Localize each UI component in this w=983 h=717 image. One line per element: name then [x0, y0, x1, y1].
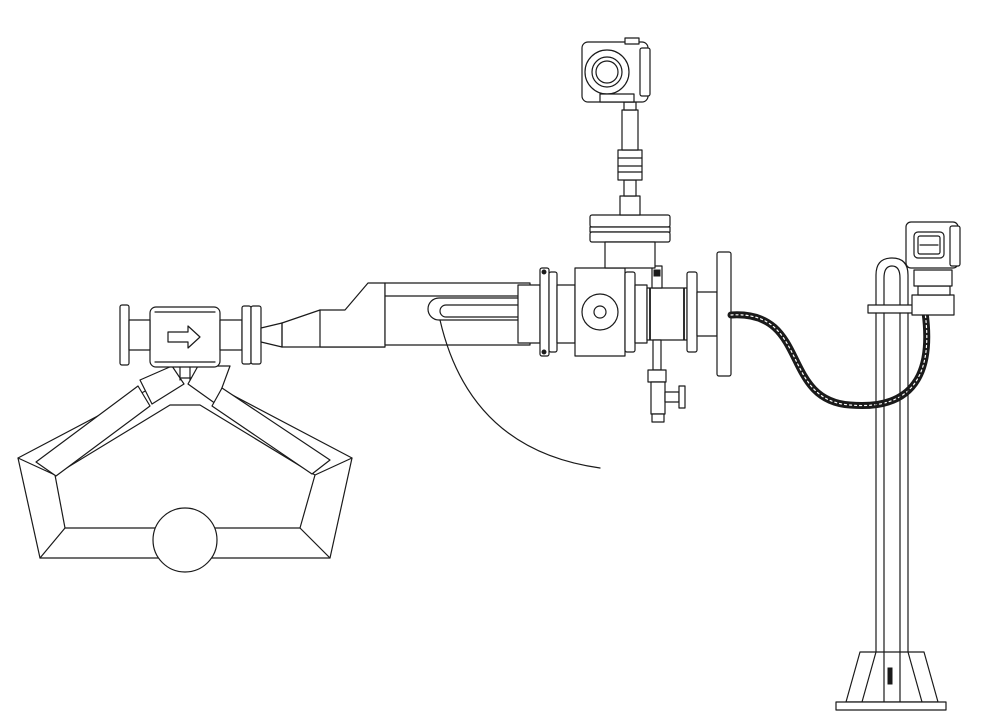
- retraction-arc: [439, 319, 601, 469]
- pipe-expansion: [319, 282, 386, 348]
- pressure-transmitter: [905, 221, 961, 316]
- pressure-transmitter-manifold: [911, 294, 955, 316]
- stand-bracket: [867, 304, 917, 314]
- coriolis-inlet-flange: [119, 304, 130, 366]
- stand-post: [875, 257, 909, 306]
- drain-valve-body: [650, 381, 666, 415]
- drain-valve-handle: [678, 385, 686, 409]
- right-arrow-icon: [167, 325, 201, 349]
- pressure-transmitter-head: [905, 221, 961, 269]
- stand-base-plate: [835, 701, 947, 711]
- coriolis-outlet-flange: [241, 305, 252, 365]
- top-transmitter-assembly: [581, 37, 671, 269]
- top-mount-flange: [589, 214, 671, 228]
- valve-flange-left: [539, 267, 550, 357]
- coriolis-sensor-case: [152, 507, 218, 573]
- valve-assembly: [517, 251, 732, 423]
- pipe-reducer: [260, 322, 283, 348]
- coriolis-flow-meter: [17, 304, 353, 573]
- top-transmitter-head: [581, 37, 651, 103]
- drain-valve: [647, 339, 686, 423]
- pipe-stand: [835, 257, 947, 711]
- impulse-hose: [727, 308, 931, 409]
- coriolis-tube-cover-left: [139, 365, 185, 405]
- sensor-housing: [646, 287, 688, 341]
